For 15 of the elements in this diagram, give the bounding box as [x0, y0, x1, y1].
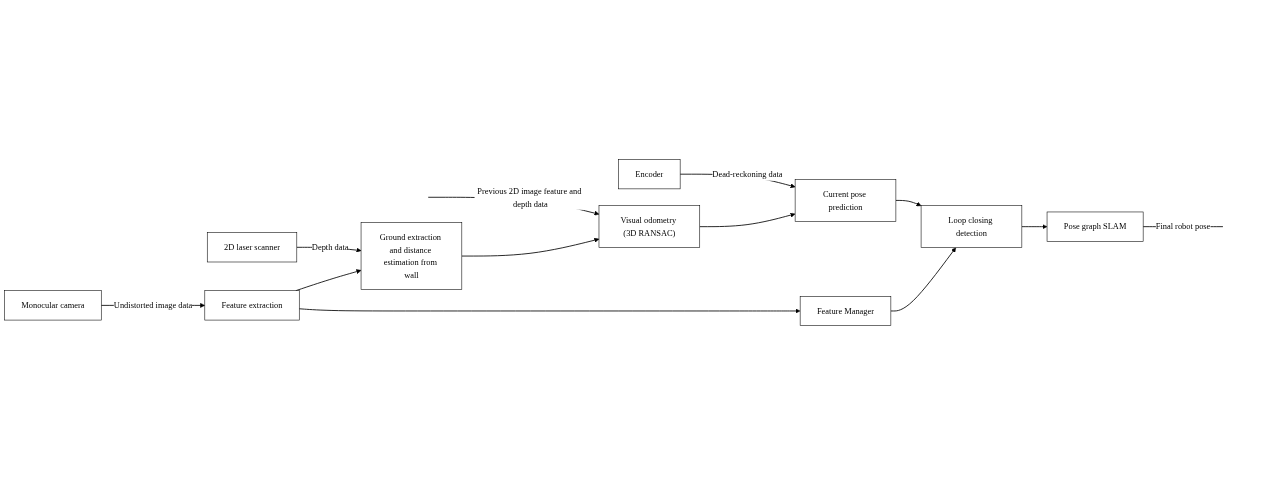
edge-label: Dead-reckoning data [712, 169, 783, 179]
node-box: Monocular camera [4, 290, 102, 321]
node-box: Encoder [618, 159, 681, 190]
node-box: Pose graph SLAM [1046, 212, 1144, 243]
node-box: 2D laser scanner [206, 232, 298, 263]
node-box: Feature Manager [799, 296, 892, 327]
node-box: Visual odometry (3D RANSAC) [598, 205, 701, 249]
node-box: Feature extraction [204, 290, 300, 321]
node-box: Loop closing detection [920, 205, 1023, 249]
edge-label: Previous 2D image feature and depth data [477, 186, 582, 209]
edge-label: Undistorted image data [113, 301, 193, 311]
edge-label: Final robot pose [1155, 222, 1211, 232]
node-box: Ground extraction and distance estimation from wall [360, 222, 463, 291]
node-box: Current pose prediction [794, 179, 897, 223]
edge-label: Depth data [311, 243, 349, 253]
